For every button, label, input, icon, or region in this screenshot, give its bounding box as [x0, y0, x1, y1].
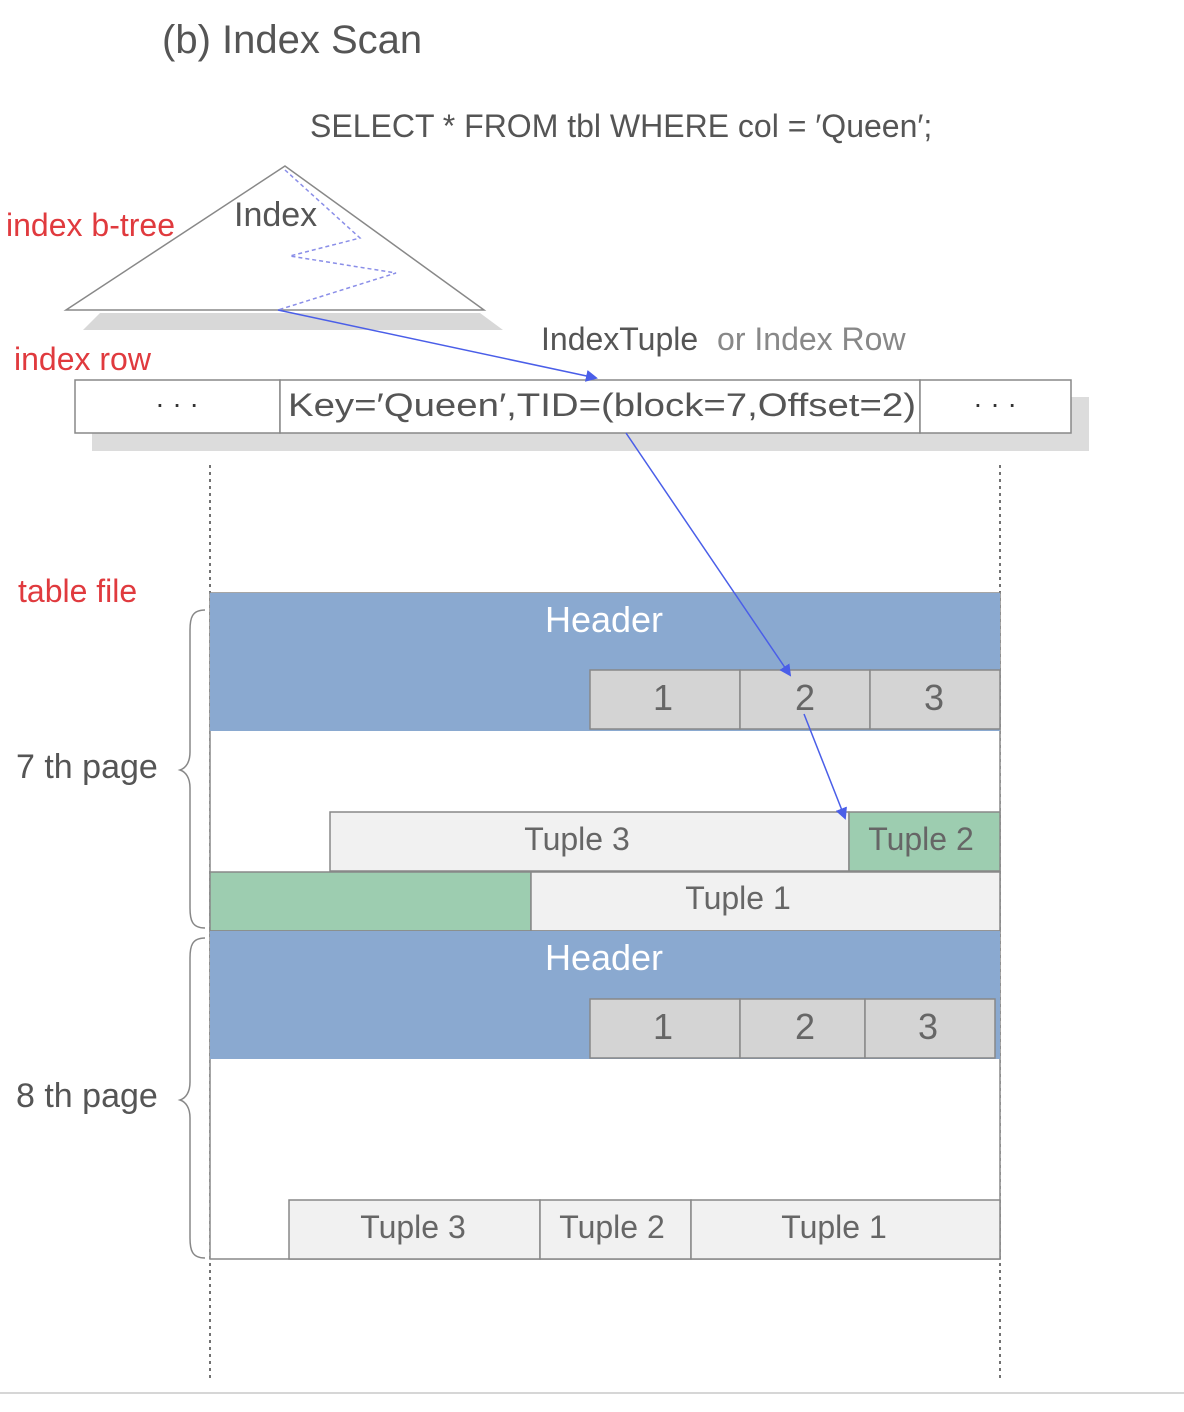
page7-tuple1-label: Tuple 1 — [685, 880, 791, 916]
label-page7: 7 th page — [16, 748, 158, 786]
sql-query: SELECT * FROM tbl WHERE col = ′Queen′; — [310, 108, 932, 144]
page8-pointer-2 — [739, 998, 866, 1059]
index-search-path — [277, 169, 397, 311]
arrow-tid-to-pointer — [625, 432, 792, 677]
index-row-entry-cell — [279, 379, 921, 434]
page7-brace — [177, 609, 206, 929]
page8-pointer-2-label: 2 — [795, 1006, 815, 1047]
page7-pointer-1-label: 1 — [653, 677, 673, 718]
index-row-entry: Key=′Queen′,TID=(block=7,Offset=2) — [288, 387, 916, 423]
index-tree-triangle — [63, 165, 487, 311]
page8-header-label: Header — [545, 937, 663, 978]
page7-tuple3 — [329, 811, 850, 872]
page7-pointer-3 — [869, 669, 1001, 730]
index-tuple-caption-main: IndexTuple — [541, 321, 698, 357]
diagram-title: (b) Index Scan — [162, 18, 422, 62]
index-row-left-ellipsis: · · · — [155, 388, 199, 419]
index-tree-label: Index — [234, 196, 317, 234]
index-tree-shadow — [83, 313, 503, 330]
page7-tuple3-label: Tuple 3 — [524, 821, 630, 857]
page7-pointer-3-label: 3 — [924, 677, 944, 718]
label-table-file: table file — [18, 573, 137, 609]
page8-tuple1 — [690, 1199, 1001, 1260]
arrow-index-to-tuple — [277, 309, 598, 382]
page7-free-space-highlight — [209, 871, 532, 932]
index-row-left-cell — [74, 379, 281, 434]
page7-tuple2 — [848, 811, 1001, 872]
page7-header-label: Header — [545, 599, 663, 640]
label-page8: 8 th page — [16, 1077, 158, 1115]
page7-tuple1 — [530, 871, 1001, 932]
page7-pointer-1 — [589, 669, 741, 730]
arrow-pointer-to-tuple — [803, 713, 847, 820]
page8-pointer-3 — [864, 998, 996, 1059]
label-index-btree: index b-tree — [6, 207, 175, 243]
page8-tuple2 — [539, 1199, 692, 1260]
page8-tuple2-label: Tuple 2 — [559, 1209, 665, 1245]
page8-pointer-1 — [589, 998, 741, 1059]
page8-pointer-1-label: 1 — [653, 1006, 673, 1047]
page8-tuple3 — [288, 1199, 541, 1260]
page8-pointer-3-label: 3 — [918, 1006, 938, 1047]
index-row-right-ellipsis: · · · — [973, 388, 1017, 419]
label-index-row: index row — [14, 341, 152, 377]
index-tuple-caption-alt: or Index Row — [717, 321, 906, 357]
page8-brace — [177, 937, 206, 1259]
page7-pointer-2 — [739, 669, 871, 730]
page8-tuple3-label: Tuple 3 — [360, 1209, 466, 1245]
index-row-right-cell — [919, 379, 1072, 434]
page7-tuple2-label: Tuple 2 — [868, 821, 974, 857]
index-tuple-caption: IndexTuple or Index Row — [541, 321, 906, 357]
page8-tuple1-label: Tuple 1 — [781, 1209, 887, 1245]
page7-pointer-2-label: 2 — [795, 677, 815, 718]
